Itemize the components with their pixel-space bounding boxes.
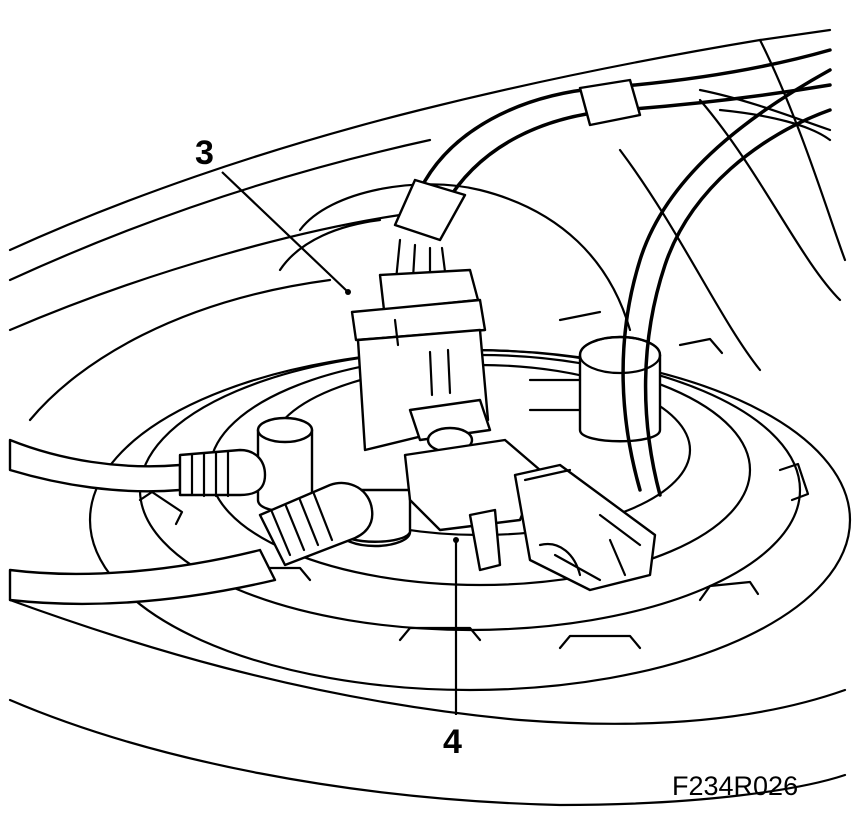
fuel-nozzle-left <box>256 416 314 513</box>
connector-plug <box>513 463 657 592</box>
callout-3-label: 3 <box>195 134 214 172</box>
callout-4: 4 <box>443 537 462 761</box>
callout-4-label: 4 <box>443 723 462 761</box>
figure-code: F234R026 <box>672 771 798 801</box>
callout-3: 3 <box>195 134 351 295</box>
tank-housing-outline <box>8 28 847 807</box>
fuel-hose-front <box>8 481 374 606</box>
pump-reservoir <box>278 183 662 443</box>
fuel-hose-left <box>8 438 267 498</box>
wiring-harness <box>393 48 832 497</box>
